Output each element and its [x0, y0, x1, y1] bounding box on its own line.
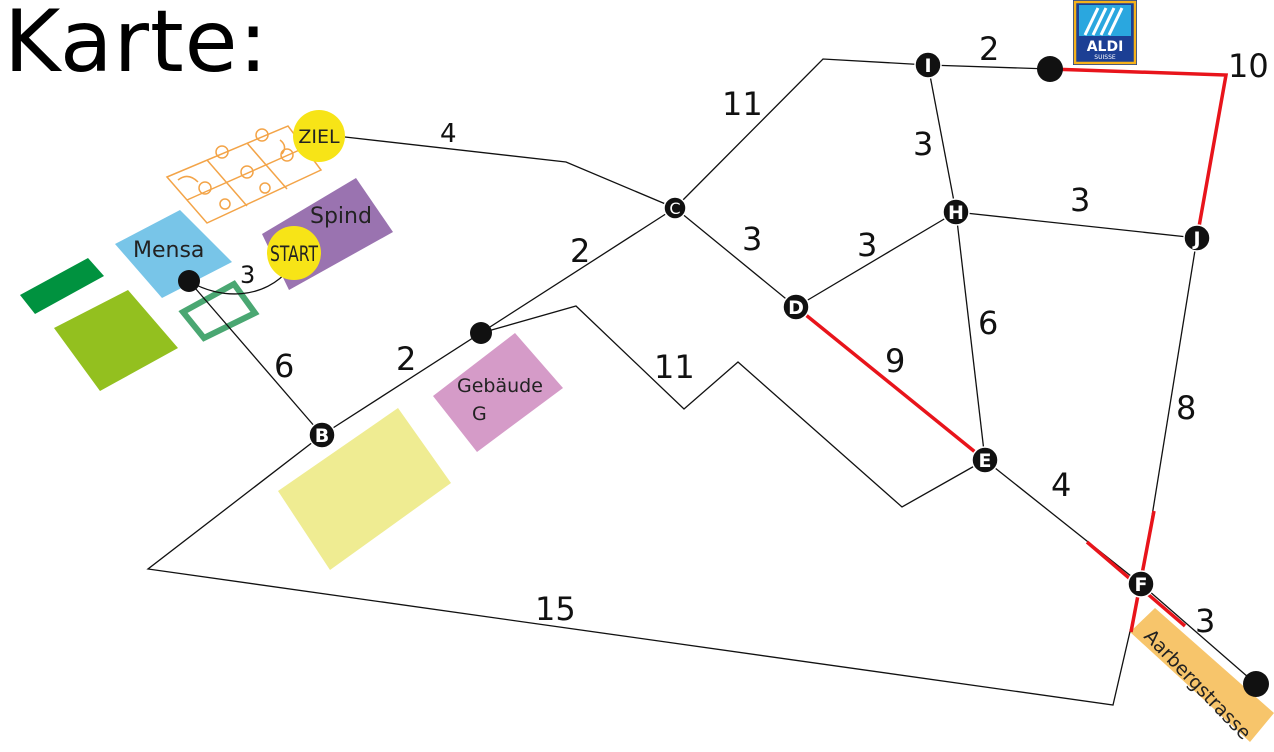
- weight-d-e: 9: [885, 342, 905, 380]
- edge-h-e: [955, 211, 986, 461]
- weight-d-h: 3: [857, 226, 877, 264]
- green-strip-area: [20, 258, 104, 314]
- weight-c-i: 11: [722, 85, 763, 123]
- weight-i-h: 3: [913, 125, 933, 163]
- weight-b-f: 15: [535, 590, 576, 628]
- highlighted-route: [794, 67, 1229, 633]
- edge-mensa-start: [188, 267, 291, 295]
- node-c-label: C: [669, 199, 680, 218]
- node-e[interactable]: E: [971, 446, 999, 474]
- edge-f-end: [1140, 583, 1257, 685]
- gebaeude-g-building: [433, 333, 563, 452]
- node-end[interactable]: [1243, 671, 1269, 697]
- map-title: Karte:: [4, 0, 269, 92]
- node-i[interactable]: I: [914, 51, 942, 79]
- ziel-label: ZIEL: [298, 126, 340, 148]
- node-f[interactable]: F: [1127, 570, 1155, 598]
- gebaeude-label-line2: G: [472, 403, 487, 425]
- weight-b-c: 2: [570, 232, 590, 270]
- green-outline-area: [178, 280, 260, 342]
- node-e-label: E: [979, 450, 992, 472]
- mensa-label: Mensa: [133, 238, 204, 263]
- weight-h-e: 6: [978, 304, 998, 342]
- basketball-court-icon: [165, 125, 323, 224]
- mensa-building: [115, 210, 232, 298]
- node-j[interactable]: J: [1183, 224, 1211, 252]
- edge-ziel-c: [344, 136, 676, 209]
- edge-c-i: [674, 58, 929, 209]
- green-field-area: [54, 290, 178, 391]
- weight-j-f: 8: [1176, 389, 1196, 427]
- aldi-logo-text: ALDI: [1087, 39, 1124, 55]
- weight-mid-e: 11: [654, 348, 695, 386]
- spind-label: Spind: [310, 204, 372, 229]
- edge-h-j: [955, 211, 1198, 239]
- weight-c-d: 3: [742, 220, 762, 258]
- edge-i-aldi: [927, 64, 1051, 70]
- weight-f-end: 3: [1195, 602, 1215, 640]
- edge-mid-e: [480, 305, 986, 508]
- ziel-marker[interactable]: ZIEL: [293, 110, 345, 162]
- weight-h-j: 3: [1070, 181, 1090, 219]
- gebaeude-label-line1: Gebäude: [457, 375, 543, 397]
- node-b-label: B: [315, 425, 329, 447]
- weight-i-aldi: 2: [979, 30, 999, 68]
- node-aldi[interactable]: [1037, 56, 1063, 82]
- node-d-label: D: [788, 297, 804, 319]
- node-mensa[interactable]: [178, 270, 200, 292]
- edge-c-d: [674, 207, 797, 308]
- start-label: START: [270, 242, 318, 266]
- node-b[interactable]: B: [308, 421, 336, 449]
- weight-aldi-j: 10: [1228, 47, 1269, 85]
- node-d[interactable]: D: [782, 293, 810, 321]
- aldi-logo-subtext: SUISSE: [1094, 54, 1116, 61]
- weight-b-mid: 2: [396, 340, 416, 378]
- start-marker[interactable]: START: [267, 226, 321, 280]
- node-middle[interactable]: [470, 322, 492, 344]
- edge-d-h: [795, 211, 957, 308]
- edge-weights: 4 11 2 10 3 3 3 3 3 2 2 6 11 9 6 8 4 3 1…: [240, 30, 1269, 640]
- weight-mensa-b: 6: [274, 347, 294, 385]
- weight-mensa-start: 3: [240, 261, 255, 289]
- node-i-label: I: [924, 55, 931, 77]
- edge-b-f: [146, 434, 1142, 706]
- node-j-label: J: [1191, 228, 1200, 250]
- edge-c-b: [321, 207, 676, 436]
- weight-ziel-c: 4: [440, 119, 457, 149]
- path-edges: [146, 58, 1257, 706]
- edge-i-h: [927, 64, 957, 213]
- edge-e-f: [984, 459, 1142, 585]
- yellow-field-area: [278, 408, 451, 570]
- node-c[interactable]: C: [663, 196, 687, 220]
- weight-e-f: 4: [1051, 466, 1071, 504]
- node-f-label: F: [1135, 574, 1148, 596]
- aldi-logo-icon: ALDI SUISSE: [1073, 0, 1137, 65]
- node-h-label: H: [948, 202, 964, 224]
- aarbergstrasse-road: [1130, 608, 1274, 742]
- edge-mensa-b: [188, 280, 323, 436]
- node-h[interactable]: H: [942, 198, 970, 226]
